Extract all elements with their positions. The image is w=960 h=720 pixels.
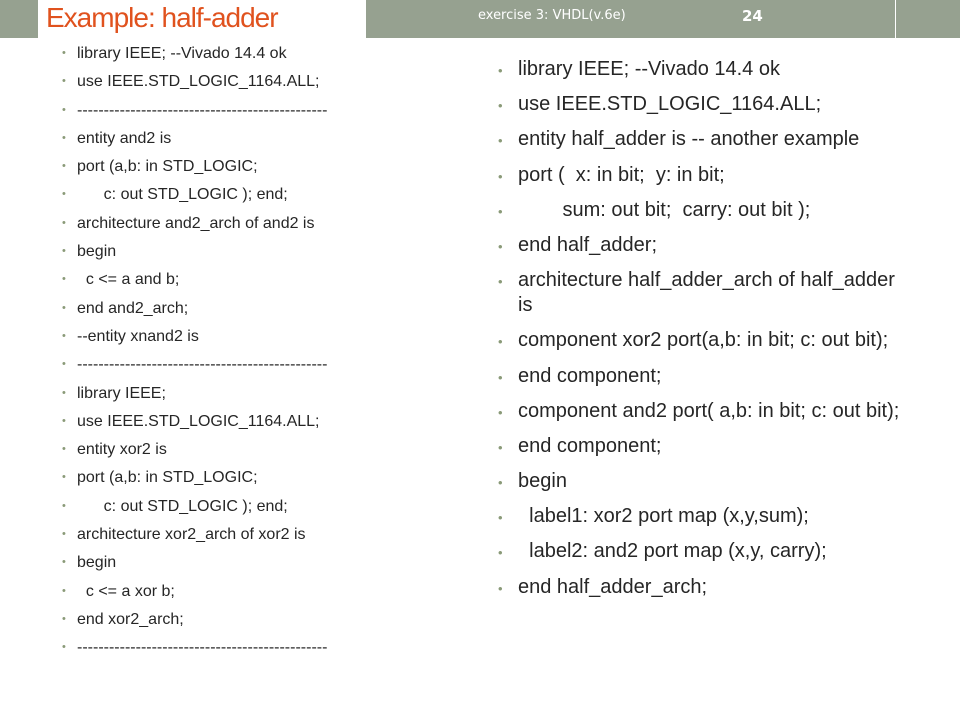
- code-line: entity half_adder is -- another example: [498, 127, 908, 153]
- code-line: library IEEE;: [62, 384, 472, 412]
- code-line: port (a,b: in STD_LOGIC;: [62, 157, 472, 185]
- code-line: use IEEE.STD_LOGIC_1164.ALL;: [62, 72, 472, 100]
- code-line: begin: [498, 469, 908, 495]
- code-line: port (a,b: in STD_LOGIC;: [62, 468, 472, 496]
- code-line: entity and2 is: [62, 129, 472, 157]
- code-line: architecture and2_arch of and2 is: [62, 214, 472, 242]
- code-line: end xor2_arch;: [62, 610, 472, 638]
- code-line: component xor2 port(a,b: in bit; c: out …: [498, 328, 908, 354]
- code-line: end and2_arch;: [62, 299, 472, 327]
- code-line: end component;: [498, 434, 908, 460]
- code-line: sum: out bit; carry: out bit );: [498, 198, 908, 224]
- code-line: ----------------------------------------…: [62, 101, 472, 129]
- code-line: use IEEE.STD_LOGIC_1164.ALL;: [62, 412, 472, 440]
- code-line: c <= a and b;: [62, 270, 472, 298]
- code-line: c: out STD_LOGIC ); end;: [62, 185, 472, 213]
- code-line: library IEEE; --Vivado 14.4 ok: [62, 44, 472, 72]
- slide-title: Example: half-adder: [46, 2, 279, 33]
- code-line: c <= a xor b;: [62, 582, 472, 610]
- code-line: architecture half_adder_arch of half_add…: [498, 268, 908, 318]
- code-line: architecture xor2_arch of xor2 is: [62, 525, 472, 553]
- right-code-list: library IEEE; --Vivado 14.4 ok use IEEE.…: [498, 57, 908, 610]
- code-line: c: out STD_LOGIC ); end;: [62, 497, 472, 525]
- left-code-list: library IEEE; --Vivado 14.4 ok use IEEE.…: [62, 44, 472, 667]
- code-line: end component;: [498, 364, 908, 390]
- code-line: ----------------------------------------…: [62, 355, 472, 383]
- page-number: 24: [742, 7, 763, 25]
- code-line: --entity xnand2 is: [62, 327, 472, 355]
- code-line: entity xor2 is: [62, 440, 472, 468]
- code-line: port ( x: in bit; y: in bit;: [498, 163, 908, 189]
- code-line: end half_adder;: [498, 233, 908, 259]
- code-line: label1: xor2 port map (x,y,sum);: [498, 504, 908, 530]
- header-divider: [895, 0, 896, 38]
- code-line: begin: [62, 242, 472, 270]
- code-line: use IEEE.STD_LOGIC_1164.ALL;: [498, 92, 908, 118]
- code-line: ----------------------------------------…: [62, 638, 472, 666]
- code-line: begin: [62, 553, 472, 581]
- title-box: [38, 0, 366, 38]
- code-line: label2: and2 port map (x,y, carry);: [498, 539, 908, 565]
- code-line: end half_adder_arch;: [498, 575, 908, 601]
- code-line: component and2 port( a,b: in bit; c: out…: [498, 399, 908, 425]
- footer-label: exercise 3: VHDL(v.6e): [478, 8, 626, 23]
- code-line: library IEEE; --Vivado 14.4 ok: [498, 57, 908, 83]
